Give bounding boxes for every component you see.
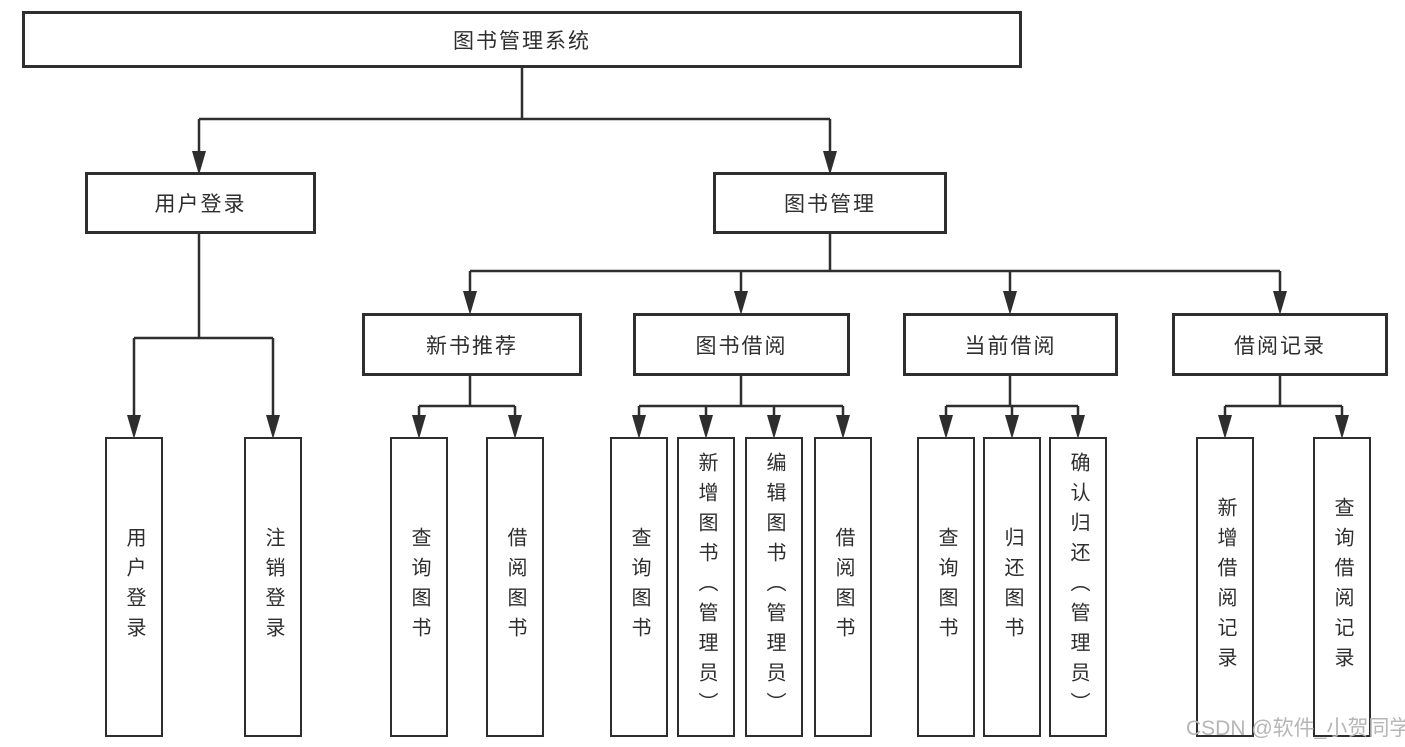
node-book-management: 图书管理 — [713, 172, 947, 234]
leaf-confirm-return-admin: 确认归还（管理员） — [1049, 437, 1107, 737]
leaf-label: 查询图书 — [408, 527, 430, 647]
leaf-add-books-admin: 新增图书（管理员） — [677, 437, 735, 737]
leaf-add-borrow-record: 新增借阅记录 — [1196, 437, 1254, 737]
node-new-book-recommendation: 新书推荐 — [362, 313, 582, 376]
leaf-label: 编辑图书（管理员） — [763, 452, 785, 722]
leaf-label: 用户登录 — [123, 527, 145, 647]
leaf-label: 查询图书 — [628, 527, 650, 647]
leaf-label: 借阅图书 — [504, 527, 526, 647]
node-current-borrowing: 当前借阅 — [903, 313, 1118, 376]
leaf-logout: 注销登录 — [244, 437, 302, 737]
leaf-query-books-recommend: 查询图书 — [390, 437, 448, 737]
csdn-watermark: CSDN @软件_小贺同学 — [1186, 717, 1405, 740]
leaf-label: 查询图书 — [935, 527, 957, 647]
leaf-label: 借阅图书 — [832, 527, 854, 647]
leaf-label: 新增借阅记录 — [1214, 497, 1236, 677]
leaf-query-books-current: 查询图书 — [917, 437, 975, 737]
leaf-label: 归还图书 — [1001, 527, 1023, 647]
leaf-borrow-books-recommend: 借阅图书 — [486, 437, 544, 737]
node-user-login: 用户登录 — [85, 172, 316, 234]
node-book-borrowing: 图书借阅 — [633, 313, 850, 376]
node-borrowing-records: 借阅记录 — [1172, 313, 1388, 376]
leaf-label: 注销登录 — [262, 527, 284, 647]
leaf-query-borrow-record: 查询借阅记录 — [1313, 437, 1371, 737]
leaf-label: 确认归还（管理员） — [1067, 452, 1089, 722]
leaf-borrow-books-borrowing: 借阅图书 — [814, 437, 872, 737]
leaf-label: 新增图书（管理员） — [695, 452, 717, 722]
leaf-query-books-borrowing: 查询图书 — [610, 437, 668, 737]
node-library-management-system: 图书管理系统 — [22, 11, 1022, 68]
leaf-edit-books-admin: 编辑图书（管理员） — [745, 437, 803, 737]
leaf-user-login: 用户登录 — [105, 437, 163, 737]
leaf-return-books: 归还图书 — [983, 437, 1041, 737]
leaf-label: 查询借阅记录 — [1331, 497, 1353, 677]
